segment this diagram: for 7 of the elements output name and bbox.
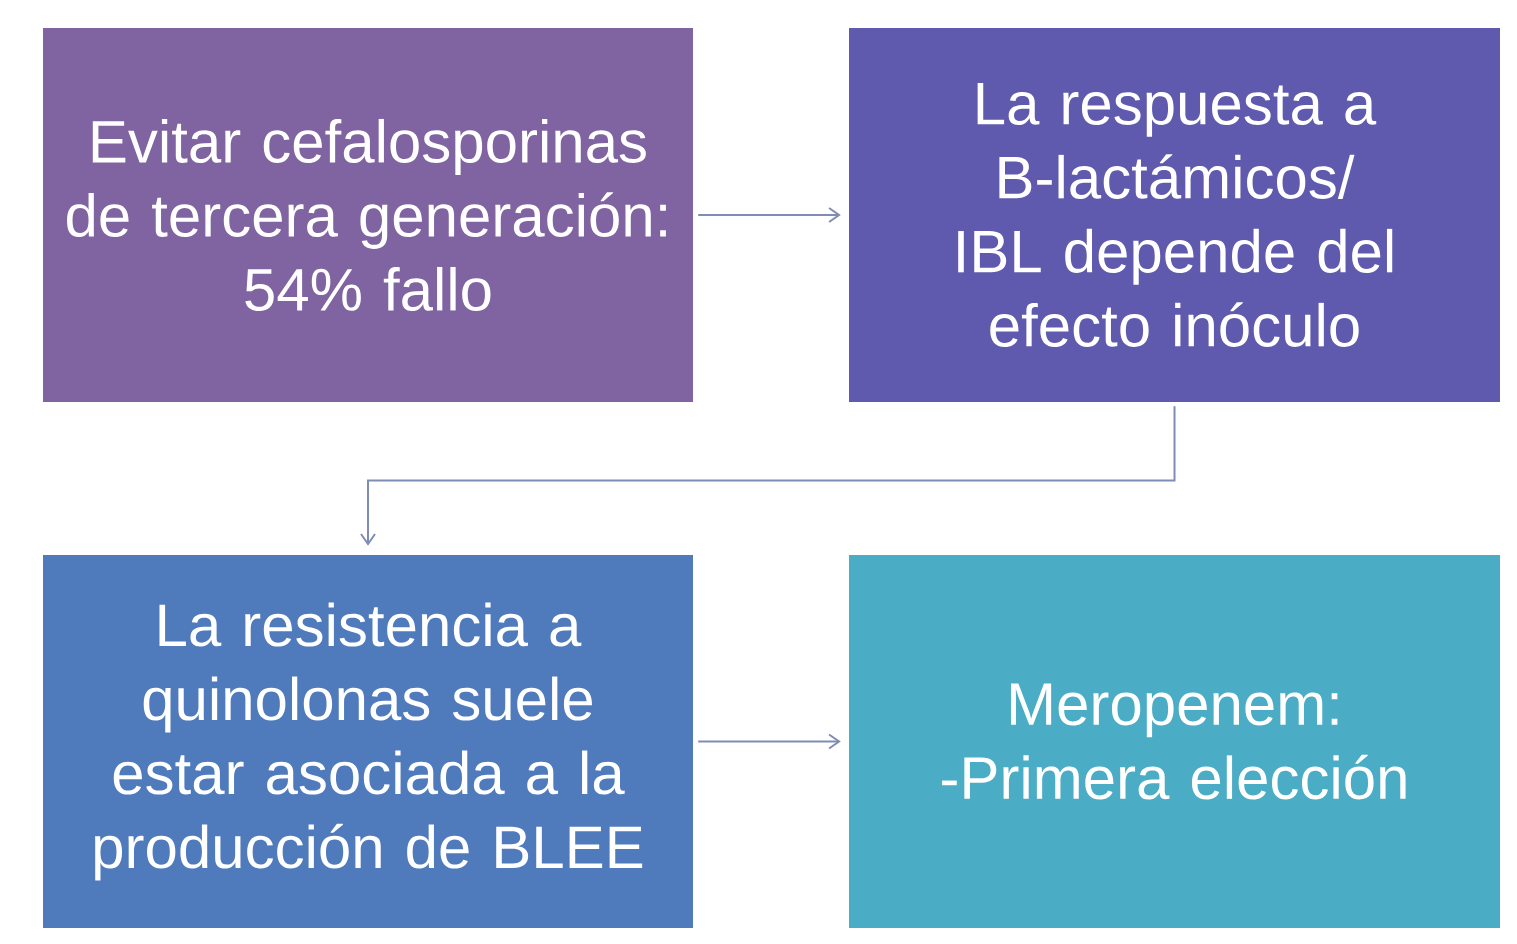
arrow <box>697 733 841 750</box>
process-box: La respuesta a B-lactámicos/ IBL depende del efecto inóculo <box>849 28 1500 402</box>
arrow <box>697 207 841 223</box>
arrow <box>360 405 1176 546</box>
process-box: La resistencia a quinolonas suele estar asociada a la producción de BLEE <box>43 555 693 928</box>
process-box: Meropenem: -Primera elección <box>849 555 1500 928</box>
process-box: Evitar cefalosporinas de tercera generación: 54% fallo <box>43 28 693 402</box>
